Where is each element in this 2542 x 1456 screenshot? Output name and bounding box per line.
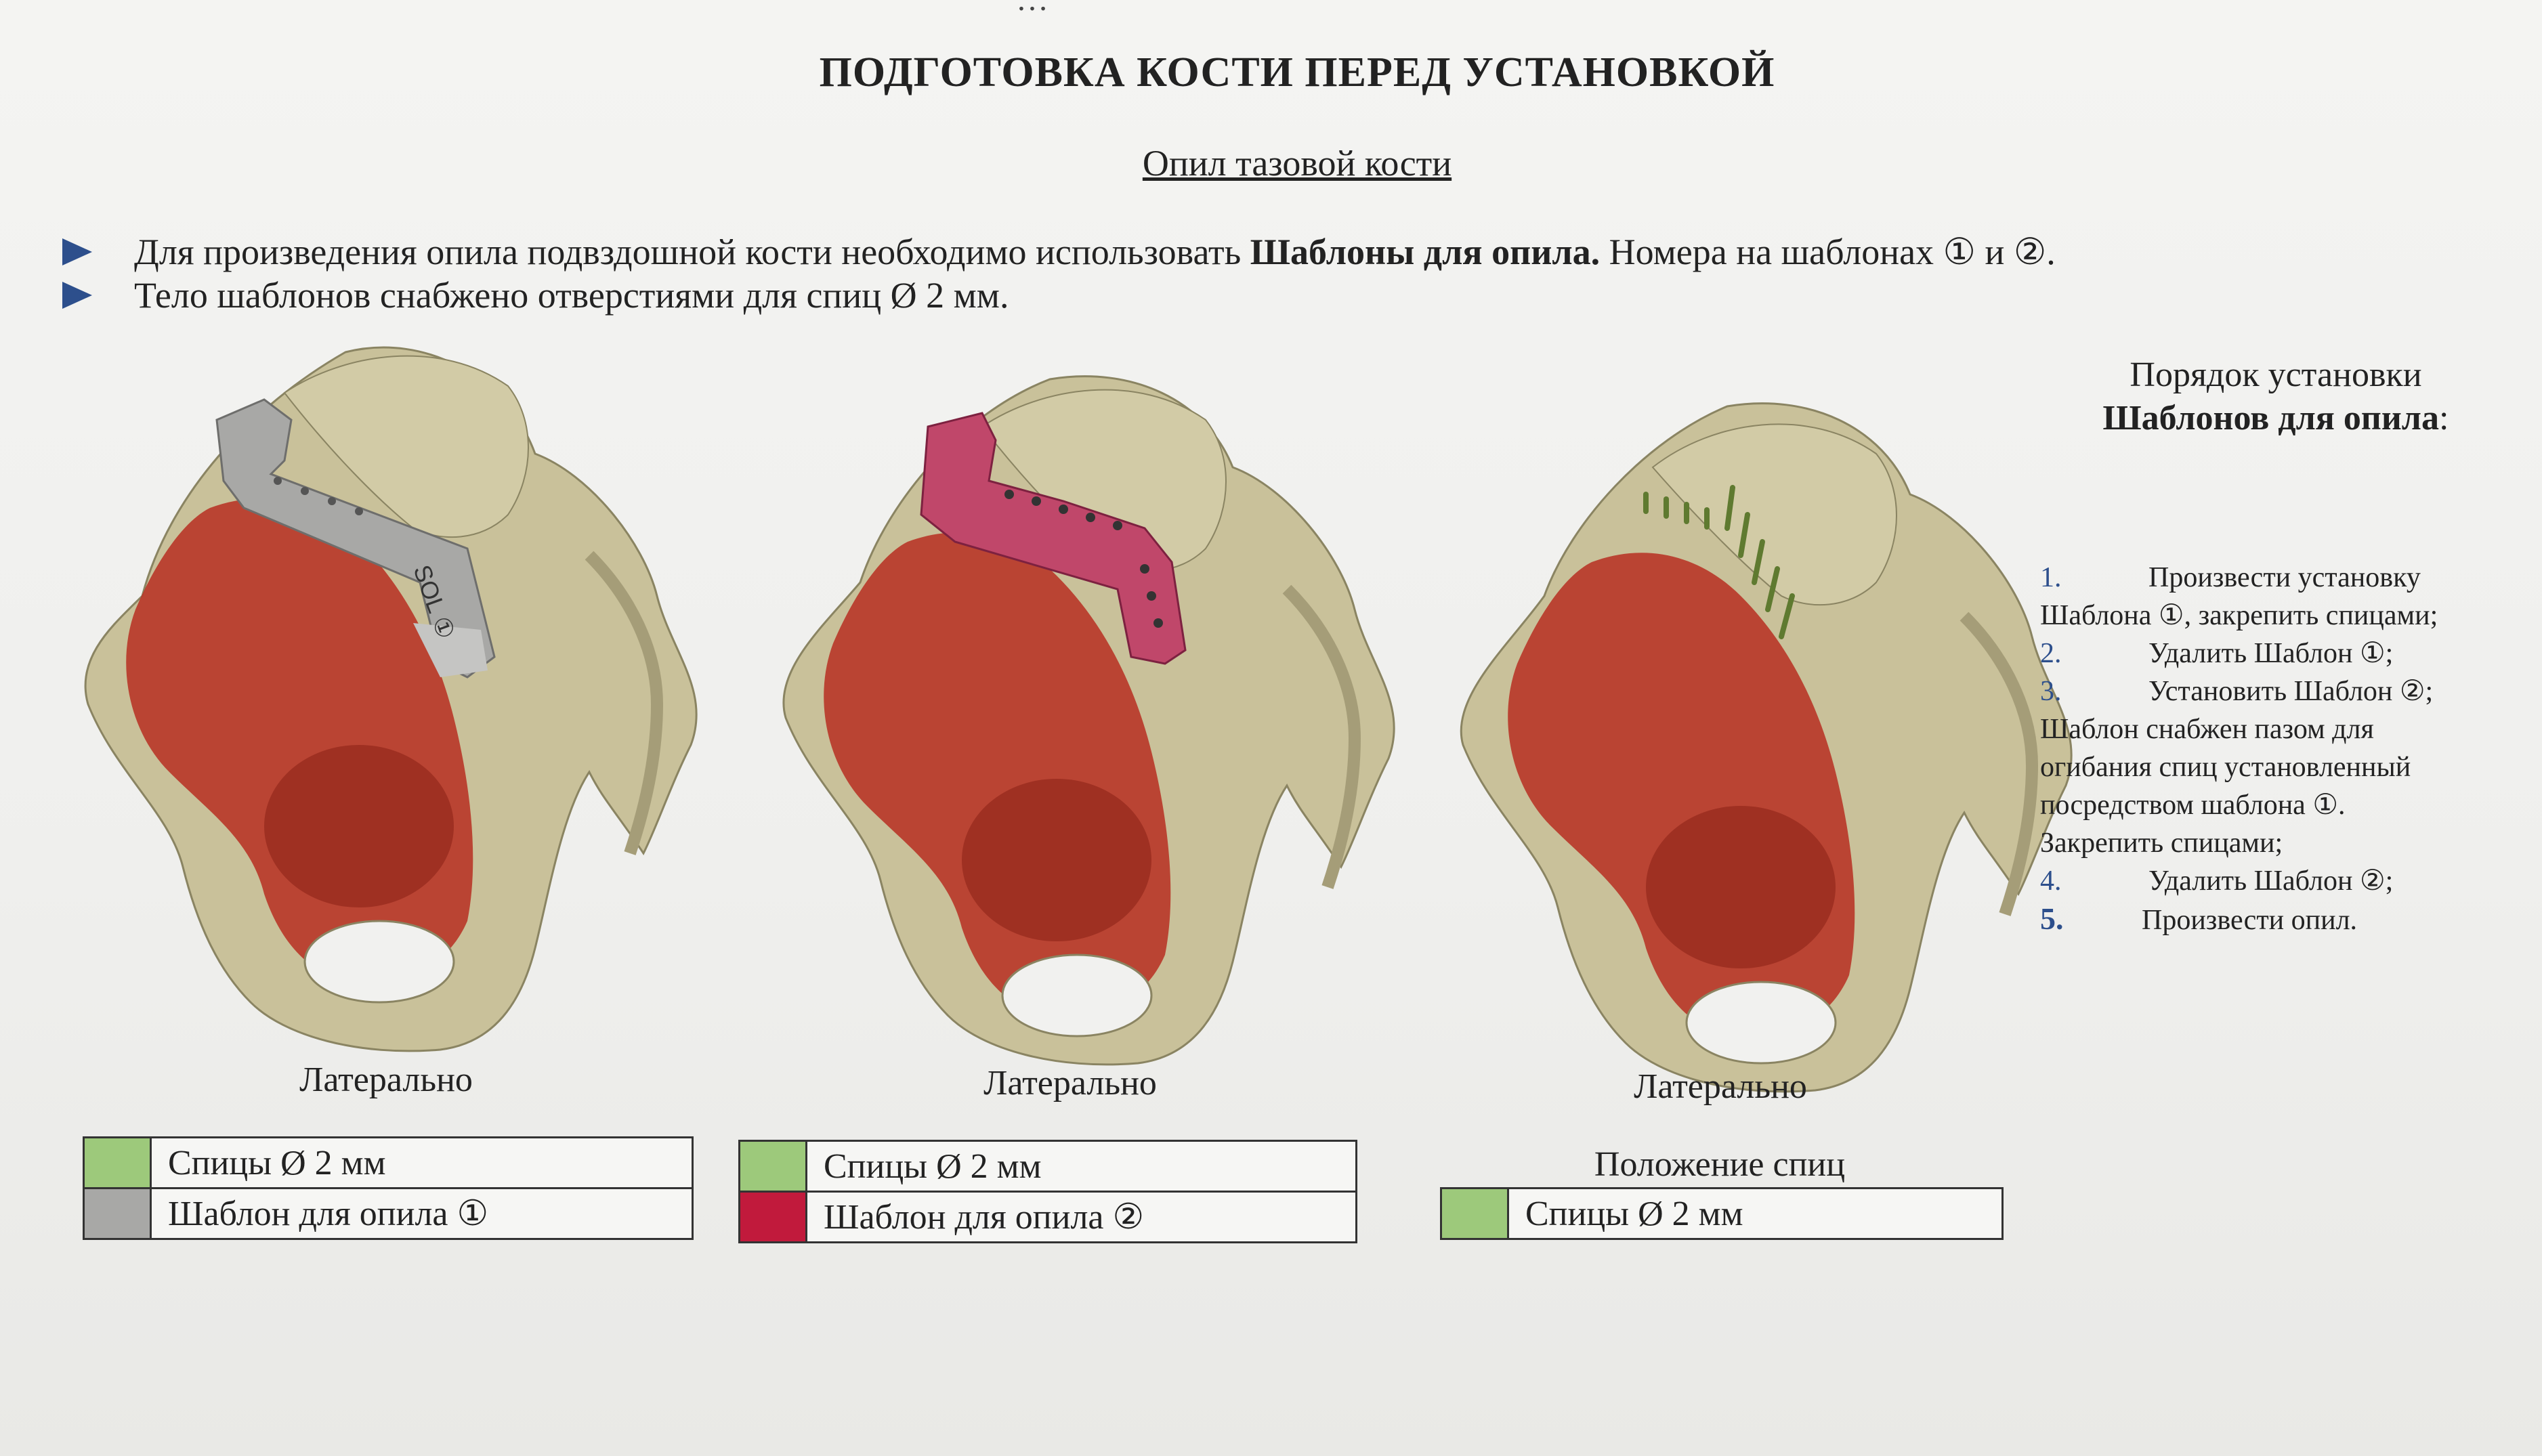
legend-row: Спицы Ø 2 мм: [85, 1138, 692, 1189]
legend-swatch-wire: [740, 1142, 807, 1191]
legend-label: Шаблон для опила ①: [168, 1195, 489, 1233]
section-subtitle: Опил тазовой кости: [1142, 143, 1452, 184]
step-3-note: посредством шаблона ①.: [2040, 790, 2346, 821]
bullet-item-2: Тело шаблонов снабжено отверстиями для с…: [62, 274, 1009, 316]
legend-swatch-template-2: [740, 1193, 807, 1241]
legend-table-2: Спицы Ø 2 мм Шаблон для опила ②: [738, 1140, 1357, 1243]
legend-3-title: Положение спиц: [1594, 1145, 1846, 1184]
legend-row: Спицы Ø 2 мм: [740, 1142, 1355, 1193]
iliac-wing-upper: [1651, 423, 1897, 606]
legend-row: Шаблон для опила ②: [740, 1193, 1355, 1241]
page-title: ПОДГОТОВКА КОСТИ ПЕРЕД УСТАНОВКОЙ: [819, 49, 1775, 95]
legend-label: Спицы Ø 2 мм: [1525, 1194, 1743, 1233]
step-3-note: Закрепить спицами;: [2040, 828, 2283, 859]
obturator-foramen: [303, 920, 455, 1004]
pelvis-figure-template-1: SOL ①: [84, 346, 698, 1052]
bullet-arrow-icon: [62, 238, 92, 265]
bullet-item-1: Для произведения опила подвздошной кости…: [62, 230, 2056, 273]
step-3-note: огибания спиц установленный: [2040, 752, 2411, 783]
step-5: 5.Произвести опил.: [2040, 901, 2358, 936]
pelvis-figure-template-2: [782, 375, 1395, 1066]
step-3: 3.Установить Шаблон ②;: [2040, 676, 2434, 707]
installation-steps: 1.Произвести установку Шаблона ①, закреп…: [2040, 559, 2514, 939]
step-1-cont: Шаблона ①, закрепить спицами;: [2040, 600, 2438, 631]
pelvis-figure-wires: [1460, 402, 2073, 1093]
obturator-foramen: [1685, 981, 1837, 1065]
bullet-text-2: Тело шаблонов снабжено отверстиями для с…: [134, 275, 1009, 316]
cropped-header-text: …: [1016, 0, 1048, 18]
figure-1-caption: Латерально: [299, 1061, 473, 1099]
legend-swatch-template-1: [85, 1189, 152, 1238]
acetabulum: [962, 779, 1151, 941]
installation-order-title: Порядок установки Шаблонов для опила:: [2102, 356, 2449, 437]
figure-3-caption: Латерально: [1634, 1067, 1807, 1106]
bullet-text-1: Для произведения опила подвздошной кости…: [134, 232, 2056, 272]
legend-row: Спицы Ø 2 мм: [1442, 1189, 2001, 1238]
iliac-wing-upper: [283, 355, 529, 538]
legend-swatch-wire: [85, 1138, 152, 1187]
legend-row: Шаблон для опила ①: [85, 1189, 692, 1238]
step-4: 4.Удалить Шаблон ②;: [2040, 865, 2394, 897]
acetabulum: [264, 745, 454, 907]
legend-label: Спицы Ø 2 мм: [824, 1147, 1042, 1186]
sacral-spine: [1282, 584, 1361, 889]
template-1-shape: SOL ①: [215, 398, 496, 679]
bullet-arrow-icon: [62, 282, 92, 309]
sacral-spine: [1960, 612, 2039, 916]
legend-table-1: Спицы Ø 2 мм Шаблон для опила ①: [83, 1136, 694, 1240]
acetabulum: [1646, 806, 1836, 968]
step-1: 1.Произвести установку: [2040, 562, 2421, 593]
step-2: 2.Удалить Шаблон ①;: [2040, 638, 2394, 669]
wire-markers: [1643, 485, 1795, 639]
obturator-foramen: [1001, 954, 1153, 1037]
legend-table-3: Спицы Ø 2 мм: [1440, 1187, 2004, 1240]
template-2-shape: [920, 412, 1187, 665]
step-3-note: Шаблон снабжен пазом для: [2040, 714, 2374, 745]
figure-2-caption: Латерально: [983, 1064, 1157, 1102]
legend-swatch-wire: [1442, 1189, 1509, 1238]
legend-label: Спицы Ø 2 мм: [168, 1143, 386, 1182]
legend-label: Шаблон для опила ②: [824, 1198, 1145, 1237]
sacral-spine: [585, 551, 664, 855]
